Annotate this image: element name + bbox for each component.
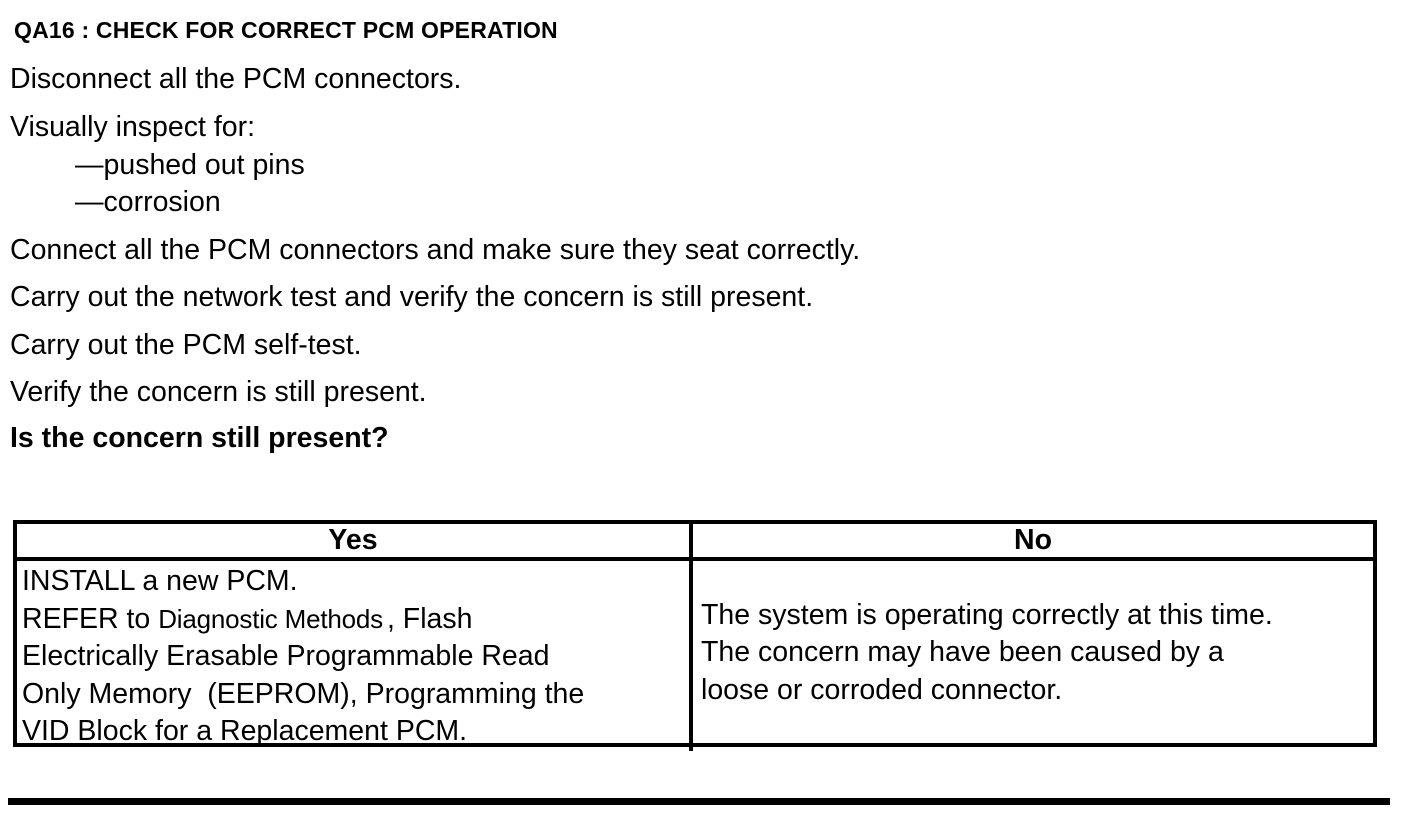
step-network-test: Carry out the network test and verify th… xyxy=(10,281,814,313)
decision-question: Is the concern still present? xyxy=(10,422,389,454)
table-body-row: INSTALL a new PCM. REFER to Diagnostic M… xyxy=(17,561,1373,751)
yes-action-line5: VID Block for a Replacement PCM. xyxy=(22,715,468,747)
step-verify: Verify the concern is still present. xyxy=(10,376,427,408)
inspect-item-pins: —pushed out pins xyxy=(75,149,305,181)
yes-action-cell: INSTALL a new PCM. REFER to Diagnostic M… xyxy=(17,561,693,751)
yes-no-decision-table: Yes No INSTALL a new PCM. REFER to Diagn… xyxy=(13,520,1377,751)
page-title: QA16 : CHECK FOR CORRECT PCM OPERATION xyxy=(14,17,558,43)
no-action-cell: The system is operating correctly at thi… xyxy=(693,561,1373,751)
inspect-item-corrosion: —corrosion xyxy=(75,186,221,218)
step-disconnect: Disconnect all the PCM connectors. xyxy=(10,63,462,95)
yes-column-header: Yes xyxy=(17,524,693,557)
refer-prefix-text: REFER to xyxy=(22,602,159,635)
yes-action-line3: Electrically Erasable Programmable Read xyxy=(22,640,550,672)
yes-action-line4: Only Memory (EEPROM), Programming the xyxy=(22,677,585,710)
no-action-text: The system is operating correctly at thi… xyxy=(701,598,1273,706)
bottom-divider-rule xyxy=(8,798,1390,805)
yes-action-install: INSTALL a new PCM. xyxy=(22,565,298,597)
step-self-test: Carry out the PCM self-test. xyxy=(10,329,362,361)
step-inspect: Visually inspect for: xyxy=(10,111,256,143)
diagnostic-methods-link[interactable]: Diagnostic Methods xyxy=(158,603,383,634)
table-header-row: Yes No xyxy=(17,524,1373,561)
refer-suffix-text: , Flash xyxy=(386,602,473,635)
step-connect: Connect all the PCM connectors and make … xyxy=(10,234,861,266)
no-column-header: No xyxy=(1014,524,1052,556)
yes-action-refer: REFER to Diagnostic Methods, Flash xyxy=(22,601,685,639)
